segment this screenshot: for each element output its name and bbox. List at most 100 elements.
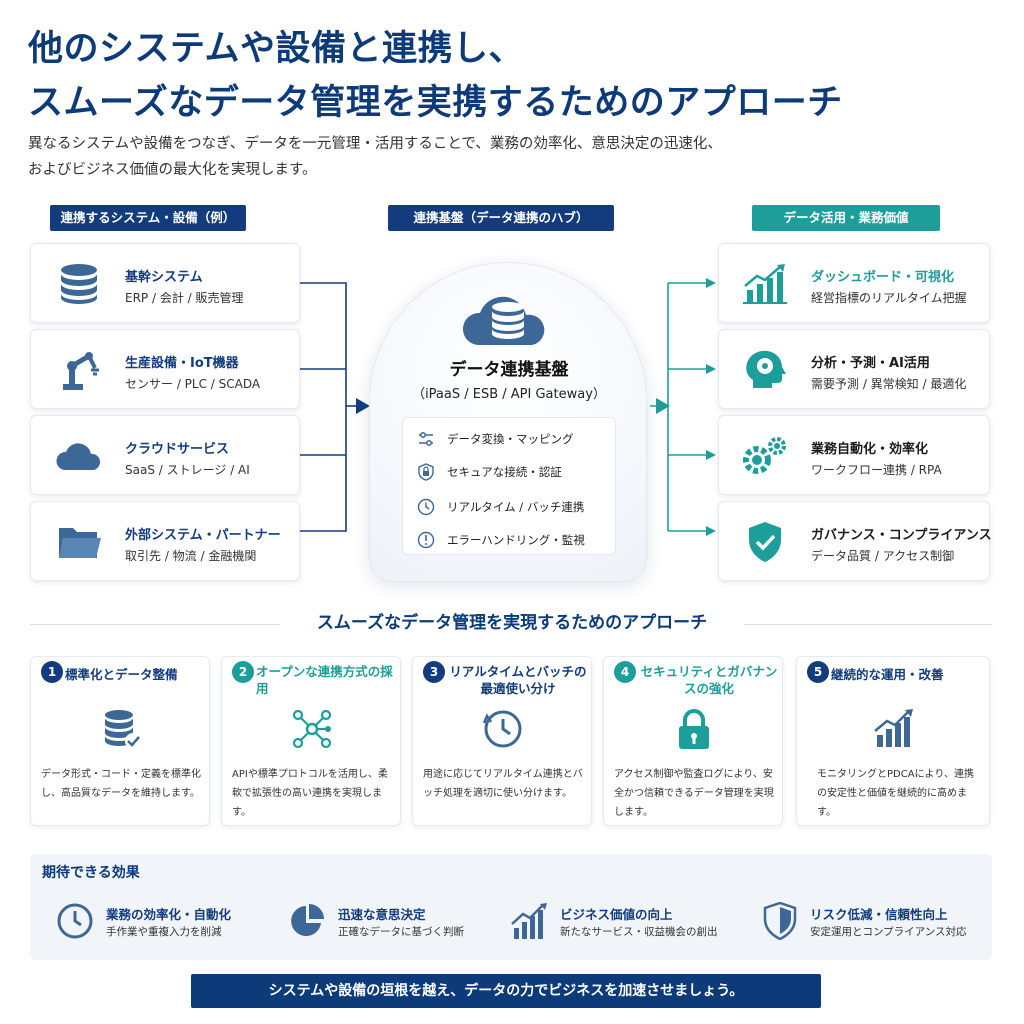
step-number: 1 — [41, 661, 63, 683]
effects-title: 期待できる効果 — [42, 865, 140, 881]
network-icon — [292, 709, 332, 749]
system-title: 基幹システム — [125, 270, 203, 285]
hub-feature-label: リアルタイム / バッチ連携 — [447, 500, 585, 514]
effect-sub: 安定運用とコンプライアンス対応 — [810, 926, 967, 938]
database-check-icon — [105, 710, 141, 749]
approach-title: オープンな連携方式の採 用 — [256, 664, 418, 696]
value-title: ダッシュボード・可視化 — [811, 270, 955, 285]
effect-title: 業務の効率化・自動化 — [106, 907, 232, 922]
clock-icon — [417, 498, 435, 516]
system-card-core: 基幹システム ERP / 会計 / 販売管理 — [30, 243, 300, 323]
system-sub: 取引先 / 物流 / 金融機関 — [125, 549, 257, 563]
hub-feature-item: エラーハンドリング・監視 — [417, 529, 585, 551]
expected-effects-panel: 期待できる効果 業務の効率化・自動化 手作業や重複入力を削減 迅速な意思決定 正… — [30, 854, 992, 960]
approach-title: リアルタイムとバッチの最適使い分け — [449, 664, 587, 696]
hub-feature-label: データ変換・マッピング — [447, 432, 574, 446]
pie-chart-icon — [291, 904, 324, 936]
growth-chart-icon — [874, 709, 913, 747]
shield-check-icon — [763, 902, 797, 940]
description-line2: およびビジネス価値の最大化を実現します。 — [28, 162, 317, 178]
approach-card-5: 5 継続的な運用・改善 モニタリングとPDCAにより、連携の安定性と価値を継続的… — [796, 656, 990, 826]
approach-card-1: 1 標準化とデータ整備 データ形式・コード・定義を標準化し、高品質なデータを維持… — [30, 656, 210, 826]
value-sub: ワークフロー連携 / RPA — [811, 463, 942, 477]
page-title-line2: スムーズなデータ管理を実携するためのアプローチ — [28, 83, 843, 123]
step-number: 4 — [614, 661, 636, 683]
hub-column-label: 連携基盤（データ連携のハブ） — [388, 205, 614, 231]
clock-icon — [482, 710, 522, 748]
value-sub: データ品質 / アクセス制御 — [811, 549, 955, 563]
approach-desc: アクセス制御や監査ログにより、安全かつ信頼できるデータ管理を実現します。 — [614, 769, 774, 818]
value-title: 業務自動化・効率化 — [811, 442, 929, 457]
alert-icon — [417, 531, 435, 549]
system-card-external: 外部システム・パートナー 取引先 / 物流 / 金融機関 — [30, 501, 300, 581]
step-number: 2 — [232, 661, 254, 683]
approach-title: 標準化とデータ整備 — [65, 667, 178, 682]
approach-desc: データ形式・コード・定義を標準化し、高品質なデータを維持します。 — [41, 769, 201, 799]
page-title-line1: 他のシステムや設備と連携し、 — [28, 29, 524, 69]
value-sub: 需要予測 / 異常検知 / 最適化 — [811, 377, 967, 391]
hub-title: データ連携基盤 — [449, 360, 569, 380]
cloud-icon — [56, 443, 101, 470]
shield-lock-icon — [418, 463, 434, 481]
effect-title: 迅速な意思決定 — [338, 907, 426, 922]
approach-title: セキュリティとガバナンスの強化 — [640, 664, 778, 696]
cloud-database-icon — [462, 296, 545, 345]
values-column-label: データ活用・業務価値 — [752, 205, 940, 231]
hub-feature-label: エラーハンドリング・監視 — [447, 533, 585, 547]
system-sub: センサー / PLC / SCADA — [125, 377, 261, 391]
sliders-icon — [419, 432, 433, 446]
ai-head-icon — [746, 350, 786, 388]
system-card-iot: 生産設備・IoT機器 センサー / PLC / SCADA — [30, 329, 300, 409]
system-sub: ERP / 会計 / 販売管理 — [125, 291, 244, 305]
folder-icon — [59, 528, 101, 558]
approach-desc: モニタリングとPDCAにより、連携の安定性と価値を継続的に高めます。 — [817, 769, 974, 818]
value-sub: 経営指標のリアルタイム把握 — [811, 291, 967, 305]
lock-icon — [679, 709, 709, 749]
database-icon — [61, 264, 97, 304]
robot-arm-icon — [63, 352, 99, 390]
hub-feature-item: データ変換・マッピング — [417, 428, 574, 450]
value-title: ガバナンス・コンプライアンス — [811, 528, 992, 543]
data-integration-hub: データ連携基盤 （iPaaS / ESB / API Gateway） データ変… — [369, 262, 647, 582]
bar-chart-icon — [743, 264, 787, 304]
value-card-analytics: 分析・予測・AI活用 需要予測 / 異常検知 / 最適化 — [718, 329, 990, 409]
description-line1: 異なるシステムや設備をつなぎ、データを一元管理・活用することで、業務の効率化、意… — [28, 136, 722, 152]
approach-card-2: 2 オープンな連携方式の採 用 APIや標準プロトコルを活用し、柔軟で拡張性の高… — [221, 656, 418, 826]
value-card-dashboard: ダッシュボード・可視化 経営指標のリアルタイム把握 — [718, 243, 990, 323]
value-card-automation: 業務自動化・効率化 ワークフロー連携 / RPA — [718, 415, 990, 495]
gears-icon — [743, 437, 786, 474]
approach-desc: APIや標準プロトコルを活用し、柔軟で拡張性の高い連携を実現します。 — [232, 769, 388, 818]
shield-check-icon — [749, 522, 781, 562]
hub-feature-label: セキュアな接続・認証 — [447, 465, 562, 479]
approach-card-3: 3 リアルタイムとバッチの最適使い分け 用途に応じてリアルタイム連携とバッチ処理… — [412, 656, 592, 826]
hub-right-arrow-head — [656, 398, 670, 414]
effect-sub: 新たなサービス・収益機会の創出 — [560, 926, 718, 938]
system-title: 生産設備・IoT機器 — [125, 356, 239, 371]
effect-title: ビジネス価値の向上 — [560, 907, 673, 922]
clock-icon — [57, 903, 93, 939]
hub-feature-item: セキュアな接続・認証 — [417, 461, 562, 483]
effect-title: リスク低減・信頼性向上 — [810, 907, 948, 922]
approach-desc: 用途に応じてリアルタイム連携とバッチ処理を適切に使い分けます。 — [423, 769, 583, 799]
step-number: 5 — [807, 661, 829, 683]
approach-title: 継続的な運用・改善 — [831, 667, 944, 682]
growth-chart-icon — [511, 903, 547, 939]
value-title: 分析・予測・AI活用 — [811, 356, 930, 371]
hub-feature-list: データ変換・マッピング セキュアな接続・認証 リアルタイム / バッチ連携 — [402, 417, 616, 555]
approach-section-title: スムーズなデータ管理を実現するためのアプローチ — [280, 609, 744, 637]
hub-subtitle: （iPaaS / ESB / API Gateway） — [412, 387, 606, 402]
approach-card-4: 4 セキュリティとガバナンスの強化 アクセス制御や監査ログにより、安全かつ信頼で… — [603, 656, 783, 826]
system-card-cloud: クラウドサービス SaaS / ストレージ / AI — [30, 415, 300, 495]
system-sub: SaaS / ストレージ / AI — [125, 463, 250, 477]
left-connectors — [300, 282, 358, 532]
systems-column-label: 連携するシステム・設備（例） — [50, 205, 246, 231]
effect-sub: 正確なデータに基づく判断 — [338, 926, 464, 938]
effect-sub: 手作業や重複入力を削減 — [106, 926, 222, 938]
system-title: クラウドサービス — [125, 442, 230, 457]
hub-feature-item: リアルタイム / バッチ連携 — [417, 496, 584, 518]
step-number: 3 — [423, 661, 445, 683]
footer-banner: システムや設備の垣根を越え、データの力でビジネスを加速させましょう。 — [191, 974, 821, 1008]
left-arrow-head — [356, 398, 370, 414]
value-card-governance: ガバナンス・コンプライアンス データ品質 / アクセス制御 — [718, 501, 992, 581]
